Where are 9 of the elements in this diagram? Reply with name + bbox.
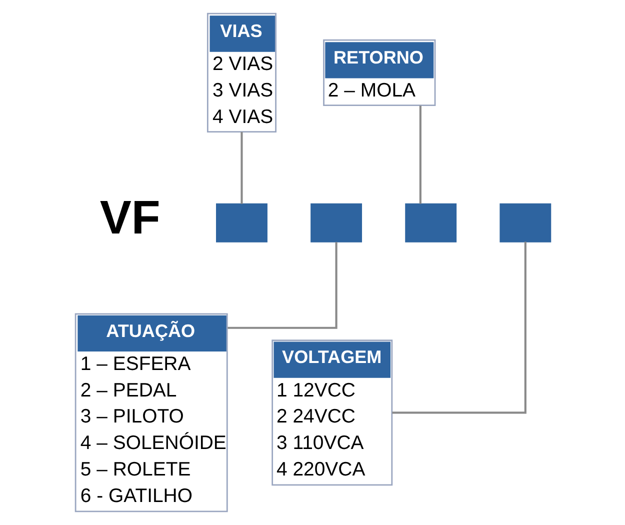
node-box (216, 203, 267, 242)
connector (227, 242, 337, 329)
node-box (499, 203, 551, 242)
node-box (310, 203, 362, 242)
connector (240, 132, 242, 204)
node-box (404, 203, 456, 242)
connector (392, 242, 526, 414)
label: VF (99, 192, 160, 245)
connector (418, 106, 421, 204)
